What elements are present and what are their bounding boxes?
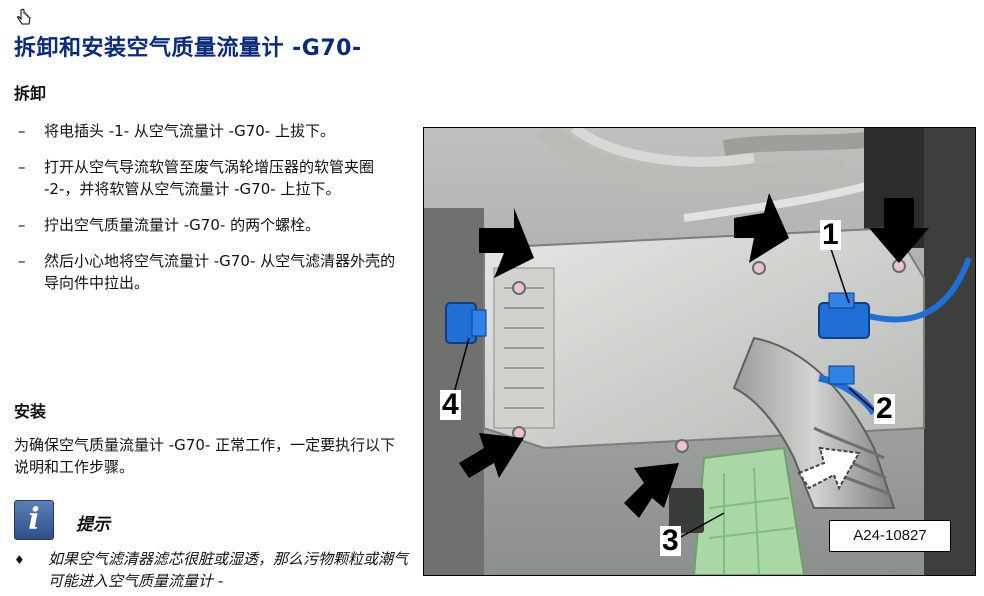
note-label: 提示: [76, 515, 110, 535]
install-paragraph: 为确保空气质量流量计 -G70- 正常工作，一定要执行以下说明和工作步骤。: [14, 436, 396, 476]
removal-step: –拧出空气质量流量计 -G70- 的两个螺栓。: [18, 214, 408, 236]
removal-step: –将电插头 -1- 从空气流量计 -G70- 上拔下。: [18, 120, 408, 142]
removal-step: –然后小心地将空气流量计 -G70- 从空气滤清器外壳的导向件中拉出。: [18, 250, 408, 294]
removal-steps-list: –将电插头 -1- 从空气流量计 -G70- 上拔下。 –打开从空气导流软管至废…: [18, 120, 408, 308]
install-heading: 安装: [14, 402, 47, 421]
hand-cursor-icon: [17, 8, 31, 25]
note-item-text: 如果空气滤清器滤芯很脏或湿透，那么污物颗粒或潮气可能进入空气质量流量计 -: [48, 550, 409, 590]
step-dash: –: [18, 122, 26, 140]
step-dash: –: [18, 252, 26, 270]
callout-3: 3: [660, 524, 681, 557]
figure-code-label: A24-10827: [829, 520, 951, 552]
callout-4: 4: [440, 388, 461, 421]
page-title: 拆卸和安装空气质量流量计 -G70-: [14, 36, 362, 61]
note-item: ♦ 如果空气滤清器滤芯很脏或湿透，那么污物颗粒或潮气可能进入空气质量流量计 -: [14, 548, 414, 592]
removal-step-text: 将电插头 -1- 从空气流量计 -G70- 上拔下。: [44, 122, 335, 140]
removal-heading: 拆卸: [14, 84, 47, 103]
step-dash: –: [18, 158, 26, 176]
info-icon: i: [14, 500, 54, 540]
diamond-bullet-icon: ♦: [14, 553, 25, 567]
step-dash: –: [18, 216, 26, 234]
removal-step-text: 然后小心地将空气流量计 -G70- 从空气滤清器外壳的导向件中拉出。: [44, 252, 396, 292]
engine-bay-illustration: [424, 128, 975, 575]
callout-2: 2: [874, 392, 895, 425]
removal-step-text: 打开从空气导流软管至废气涡轮增压器的软管夹圈 -2-，并将软管从空气流量计 -G…: [44, 158, 375, 198]
removal-step: –打开从空气导流软管至废气涡轮增压器的软管夹圈 -2-，并将软管从空气流量计 -…: [18, 156, 408, 200]
removal-step-text: 拧出空气质量流量计 -G70- 的两个螺栓。: [44, 216, 321, 234]
callout-1: 1: [820, 218, 841, 251]
engine-bay-photo: 1 2 3 4: [423, 127, 976, 576]
